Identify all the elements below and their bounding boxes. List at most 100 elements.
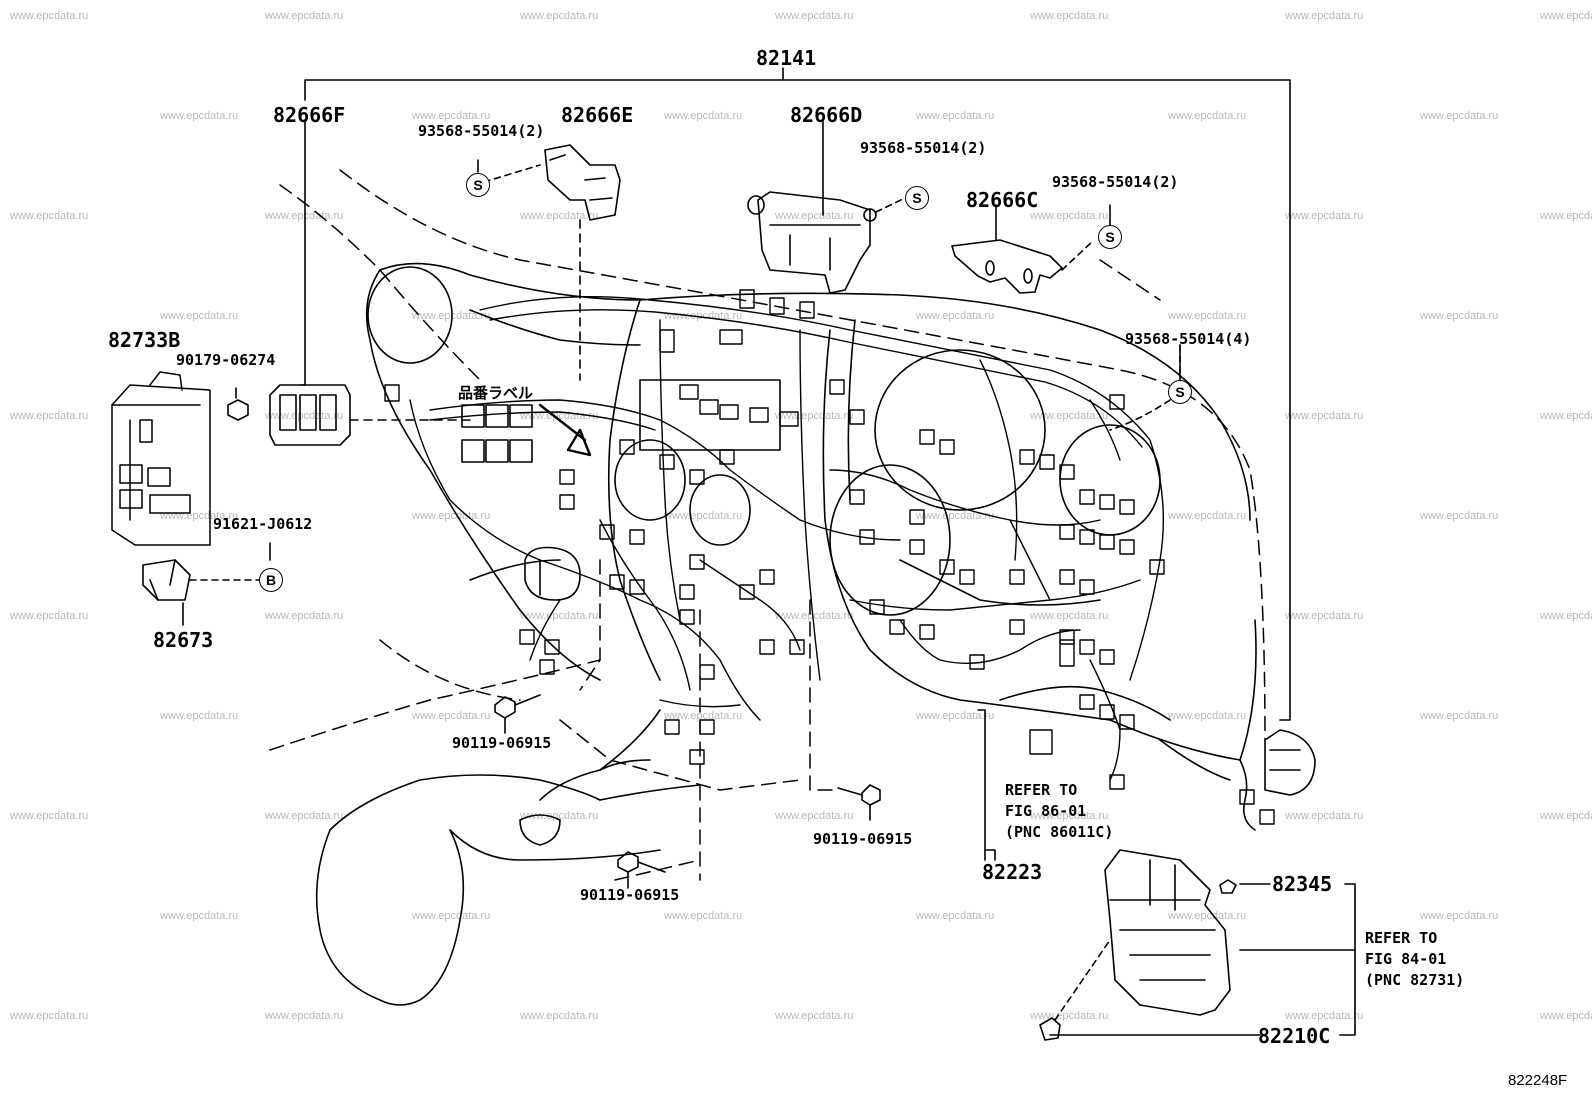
watermark-text: www.epcdata.ru: [1285, 410, 1364, 422]
part-82666e-label: 82666E: [561, 103, 634, 127]
watermark-text: www.epcdata.ru: [775, 410, 854, 422]
screw-callout-c: S: [1098, 225, 1122, 249]
refer-86-line-2: FIG 86-01: [1005, 802, 1087, 820]
watermark-text: www.epcdata.ru: [1030, 210, 1109, 222]
screw-callout-right: S: [1168, 380, 1192, 404]
watermark-text: www.epcdata.ru: [520, 610, 599, 622]
watermark-text: www.epcdata.ru: [160, 310, 239, 322]
watermark-text: www.epcdata.ru: [1420, 710, 1499, 722]
watermark-text: www.epcdata.ru: [916, 910, 995, 922]
bolt-callout: B: [259, 568, 283, 592]
watermark-text: www.epcdata.ru: [10, 10, 89, 22]
screw-right-label: 93568-55014(4): [1125, 330, 1252, 348]
watermark-text: www.epcdata.ru: [1285, 10, 1364, 22]
watermark-text: www.epcdata.ru: [775, 810, 854, 822]
watermark-text: www.epcdata.ru: [10, 610, 89, 622]
harness-wires: [409, 295, 1165, 781]
watermark-text: www.epcdata.ru: [10, 410, 89, 422]
watermark-text: www.epcdata.ru: [916, 510, 995, 522]
relay-block: [461, 403, 592, 463]
screw-callout-d: S: [905, 186, 929, 210]
watermark-text: www.epcdata.ru: [1030, 610, 1109, 622]
watermark-text: www.epcdata.ru: [265, 1010, 344, 1022]
watermark-text: www.epcdata.ru: [1285, 210, 1364, 222]
screw-e-label: 93568-55014(2): [418, 122, 545, 140]
watermark-text: www.epcdata.ru: [1168, 710, 1247, 722]
leader-right-group: [1049, 883, 1356, 1036]
bolt-b-label: 91621-J0612: [213, 515, 313, 533]
watermark-text: www.epcdata.ru: [916, 110, 995, 122]
watermark-text: www.epcdata.ru: [664, 710, 743, 722]
floor-console: [315, 709, 701, 1006]
watermark-text: www.epcdata.ru: [664, 910, 743, 922]
part-82673-label: 82673: [153, 628, 214, 652]
watermark-text: www.epcdata.ru: [412, 310, 491, 322]
watermark-text: www.epcdata.ru: [1168, 910, 1247, 922]
refer-86-line-3: (PNC 86011C): [1005, 823, 1114, 841]
watermark-text: www.epcdata.ru: [265, 610, 344, 622]
watermark-text: www.epcdata.ru: [1540, 10, 1592, 22]
watermark-text: www.epcdata.ru: [1030, 810, 1109, 822]
watermark-text: www.epcdata.ru: [664, 510, 743, 522]
screw-callout-e: S: [466, 173, 490, 197]
watermark-text: www.epcdata.ru: [1285, 1010, 1364, 1022]
instrument-panel: [365, 262, 1257, 781]
watermark-text: www.epcdata.ru: [664, 110, 743, 122]
bracket-82666f: [269, 384, 471, 446]
bracket-82666e: [477, 144, 621, 381]
watermark-text: www.epcdata.ru: [775, 610, 854, 622]
leader-82666f: [299, 119, 306, 386]
right-end-connector: [1264, 729, 1316, 796]
junction-block-82733b: [111, 371, 211, 546]
refer-84-line-2: FIG 84-01: [1365, 950, 1447, 968]
bolt-center-label: 90119-06915: [580, 886, 680, 904]
part-82210c-label: 82210C: [1258, 1024, 1331, 1048]
connectors: [384, 289, 1275, 825]
leader-82223: [977, 709, 996, 861]
watermark-text: www.epcdata.ru: [916, 710, 995, 722]
watermark-text: www.epcdata.ru: [775, 210, 854, 222]
watermark-text: www.epcdata.ru: [412, 110, 491, 122]
watermark-text: www.epcdata.ru: [1540, 610, 1592, 622]
watermark-text: www.epcdata.ru: [520, 210, 599, 222]
watermark-text: www.epcdata.ru: [775, 1010, 854, 1022]
bracket-82666c: [951, 204, 1111, 294]
nut-label: 90179-06274: [176, 351, 276, 369]
watermark-text: www.epcdata.ru: [265, 810, 344, 822]
watermark-text: www.epcdata.ru: [1540, 210, 1592, 222]
block-82210c: [1039, 849, 1237, 1041]
refer-86-line-1: REFER TO: [1005, 781, 1078, 799]
nut-90179: [227, 387, 249, 421]
watermark-text: www.epcdata.ru: [1540, 1010, 1592, 1022]
watermark-text: www.epcdata.ru: [1168, 310, 1247, 322]
bolt-center: [617, 851, 666, 889]
watermark-text: www.epcdata.ru: [916, 310, 995, 322]
part-82666c-label: 82666C: [966, 188, 1039, 212]
bolt-right-label: 90119-06915: [813, 830, 913, 848]
screw-d-label: 93568-55014(2): [860, 139, 987, 157]
figure-code: 822248F: [1508, 1072, 1568, 1089]
watermark-text: www.epcdata.ru: [160, 710, 239, 722]
refer-84-line-3: (PNC 82731): [1365, 971, 1465, 989]
refer-84-line-1: REFER TO: [1365, 929, 1438, 947]
watermark-text: www.epcdata.ru: [10, 810, 89, 822]
watermark-text: www.epcdata.ru: [265, 410, 344, 422]
watermark-text: www.epcdata.ru: [10, 210, 89, 222]
watermark-text: www.epcdata.ru: [1030, 10, 1109, 22]
watermark-text: www.epcdata.ru: [1168, 110, 1247, 122]
watermark-text: www.epcdata.ru: [412, 710, 491, 722]
watermark-text: www.epcdata.ru: [1285, 810, 1364, 822]
watermark-text: www.epcdata.ru: [1540, 810, 1592, 822]
refer-fig-84-note: REFER TO FIG 84-01 (PNC 82731): [1365, 928, 1464, 991]
watermark-text: www.epcdata.ru: [1420, 510, 1499, 522]
watermark-text: www.epcdata.ru: [1420, 310, 1499, 322]
watermark-text: www.epcdata.ru: [412, 910, 491, 922]
part-82666d-label: 82666D: [790, 103, 863, 127]
watermark-text: www.epcdata.ru: [10, 1010, 89, 1022]
part-82733b-label: 82733B: [108, 328, 181, 352]
watermark-text: www.epcdata.ru: [160, 110, 239, 122]
watermark-text: www.epcdata.ru: [775, 10, 854, 22]
watermark-text: www.epcdata.ru: [1420, 910, 1499, 922]
